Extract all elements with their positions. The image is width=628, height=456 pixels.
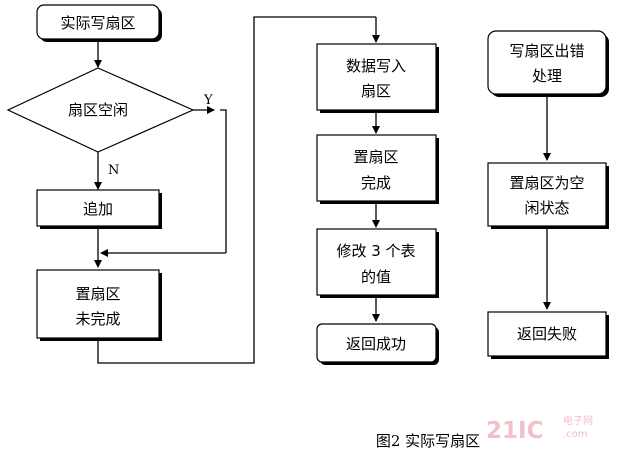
node-set-idle-line2: 闲状态: [524, 199, 569, 217]
watermark-site-line2: .com: [563, 429, 588, 440]
node-return-success-label: 返回成功: [346, 335, 406, 353]
node-write-error-line2: 处理: [532, 67, 562, 85]
node-modify-tables-line1: 修改 3 个表: [336, 242, 415, 260]
node-set-incomplete-line2: 未完成: [75, 310, 120, 328]
node-return-fail: 返回失败: [487, 311, 609, 359]
node-set-complete-line2: 完成: [361, 174, 391, 192]
node-write-error-line1: 写扇区出错: [509, 42, 584, 60]
connector-left-to-middle: [97, 16, 376, 364]
node-start: 实际写扇区: [36, 4, 162, 42]
watermark-site-line1: 电子网: [563, 414, 593, 427]
node-write-error: 写扇区出错 处理: [487, 30, 609, 97]
node-start-label: 实际写扇区: [60, 14, 135, 32]
yes-label: Y: [203, 93, 213, 108]
watermark-logo: 21IC 电子网 .com: [486, 414, 593, 444]
node-set-idle-line1: 置扇区为空: [509, 174, 584, 192]
decision-sector-idle: 扇区空闲: [6, 67, 195, 153]
node-set-idle: 置扇区为空 闲状态: [487, 162, 609, 229]
node-set-complete: 置扇区 完成: [316, 134, 439, 204]
node-append-label: 追加: [83, 200, 113, 218]
node-return-fail-label: 返回失败: [517, 325, 577, 343]
decision-label: 扇区空闲: [68, 101, 128, 119]
node-write-data: 数据写入 扇区: [316, 43, 439, 113]
node-return-success: 返回成功: [316, 323, 439, 365]
watermark-logo-text: 21IC: [486, 418, 543, 444]
no-label: N: [108, 163, 119, 178]
yes-branch-line: [220, 109, 227, 253]
node-set-complete-line1: 置扇区: [353, 148, 398, 166]
node-modify-tables: 修改 3 个表 的值: [316, 228, 439, 298]
node-modify-tables-line2: 的值: [361, 268, 391, 286]
node-set-incomplete-line1: 置扇区: [75, 285, 120, 303]
figure-caption: 图2 实际写扇区: [376, 432, 480, 450]
node-set-incomplete: 置扇区 未完成: [36, 269, 162, 341]
node-append: 追加: [36, 189, 162, 229]
node-write-data-line1: 数据写入: [346, 57, 406, 75]
node-write-data-line2: 扇区: [361, 82, 391, 100]
